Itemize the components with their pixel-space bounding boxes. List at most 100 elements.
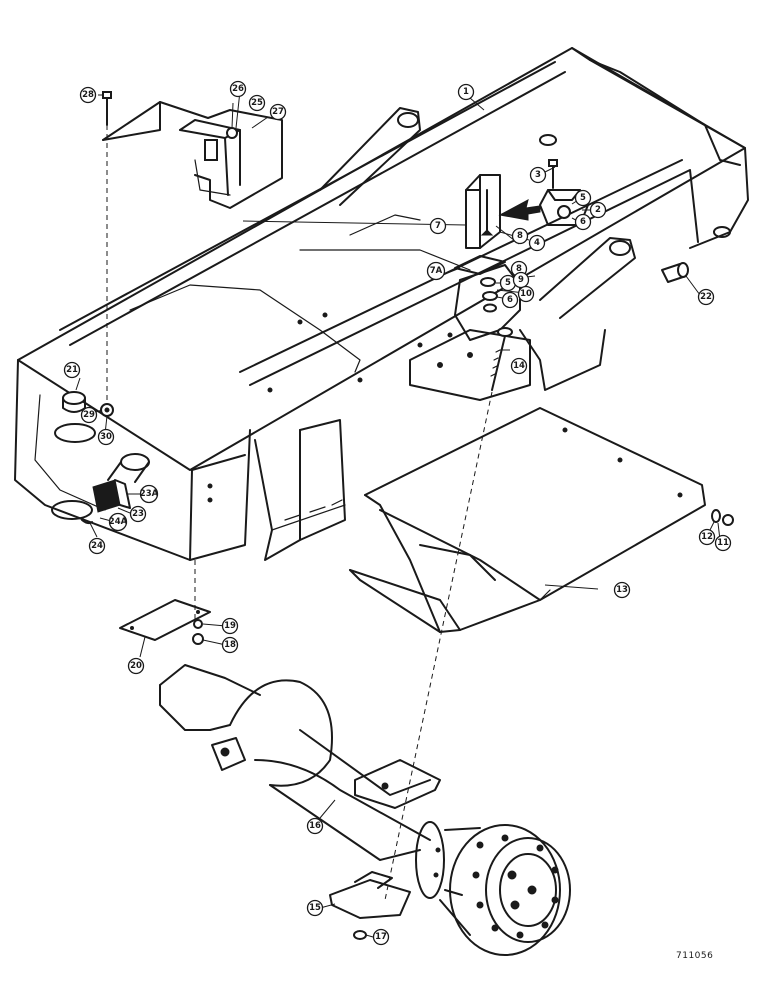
callout-12: 12	[698, 528, 716, 546]
svg-text:1: 1	[463, 87, 469, 97]
svg-text:5: 5	[580, 193, 586, 203]
callout-9: 9	[512, 271, 530, 289]
callout-5-upper: 5	[574, 189, 592, 207]
svg-text:11: 11	[717, 538, 729, 548]
figure-number: 711056	[676, 951, 714, 961]
callout-3: 3	[529, 166, 547, 184]
svg-text:30: 30	[100, 432, 112, 442]
callout-24a: 24A	[109, 512, 128, 532]
svg-text:19: 19	[224, 621, 236, 631]
svg-text:23A: 23A	[140, 489, 159, 499]
callout-23: 23	[129, 505, 147, 523]
callout-10: 10	[517, 285, 535, 303]
callout-16: 16	[306, 817, 324, 835]
callout-29: 29	[80, 406, 98, 424]
svg-text:28: 28	[82, 90, 94, 100]
belly-pan-13	[349, 407, 706, 633]
svg-text:16: 16	[309, 821, 321, 831]
svg-text:9: 9	[518, 275, 524, 285]
callout-14: 14	[510, 357, 528, 375]
callout-28: 28	[79, 86, 97, 104]
pad-23	[92, 479, 131, 513]
svg-text:5: 5	[505, 278, 511, 288]
svg-text:27: 27	[272, 107, 284, 117]
svg-text:21: 21	[66, 365, 78, 375]
callout-24: 24	[88, 537, 106, 555]
bolt-19-18	[192, 619, 204, 645]
callout-23a: 23A	[140, 484, 159, 504]
leader-lines	[75, 90, 721, 938]
svg-text:29: 29	[83, 410, 95, 420]
mount-pad-7a	[454, 255, 506, 275]
leader-bolt-14	[384, 391, 493, 901]
bolt-14	[490, 327, 513, 391]
mount-block-7	[465, 174, 501, 249]
svg-text:10: 10	[520, 289, 532, 299]
svg-text:8: 8	[516, 264, 522, 274]
svg-text:20: 20	[130, 661, 142, 671]
lift-arm-right	[519, 237, 636, 391]
callout-13: 13	[613, 581, 631, 599]
cover-plate-20	[119, 599, 211, 641]
callout-6-lower: 6	[501, 291, 519, 309]
rear-axle-16	[159, 664, 441, 861]
callout-6-upper: 6	[574, 213, 592, 231]
callout-11: 11	[714, 534, 732, 552]
washer-12	[711, 509, 721, 523]
nut-30	[100, 403, 114, 417]
lift-arm-left	[319, 107, 421, 206]
svg-text:26: 26	[232, 84, 244, 94]
callout-18: 18	[221, 636, 239, 654]
bushing-22	[661, 262, 689, 283]
svg-text:7A: 7A	[430, 266, 443, 276]
callout-7a: 7A	[426, 261, 446, 281]
svg-text:2: 2	[595, 205, 601, 215]
callout-17: 17	[372, 928, 390, 946]
svg-text:15: 15	[309, 903, 321, 913]
svg-text:8: 8	[517, 231, 523, 241]
callout-25: 25	[248, 94, 266, 112]
svg-text:25: 25	[251, 98, 263, 108]
svg-text:7: 7	[435, 221, 441, 231]
pedestal-base	[409, 329, 531, 401]
svg-text:13: 13	[616, 585, 628, 595]
svg-text:18: 18	[224, 640, 236, 650]
svg-text:6: 6	[507, 295, 513, 305]
wheel-hub	[415, 821, 571, 956]
callout-26: 26	[229, 80, 247, 98]
callout-15: 15	[306, 899, 324, 917]
pedestal	[454, 264, 521, 341]
callout-2: 2	[589, 201, 607, 219]
washer-stack	[480, 277, 498, 313]
callout-19: 19	[221, 617, 239, 635]
callout-4: 4	[528, 234, 546, 252]
callout-8-upper: 8	[511, 227, 529, 245]
callout-1: 1	[457, 83, 475, 101]
svg-text:22: 22	[700, 292, 712, 302]
clamp-15	[329, 871, 411, 919]
callout-30: 30	[97, 428, 115, 446]
svg-text:3: 3	[535, 170, 541, 180]
bolt-3	[548, 159, 558, 189]
arrow-icon	[498, 199, 541, 221]
svg-text:4: 4	[534, 238, 540, 248]
plug-21	[62, 391, 86, 413]
bolt-28	[102, 91, 112, 126]
callout-20: 20	[127, 657, 145, 675]
nut-11	[722, 514, 734, 526]
callout-22: 22	[697, 288, 715, 306]
svg-text:12: 12	[701, 532, 713, 542]
svg-text:6: 6	[580, 217, 586, 227]
svg-text:14: 14	[513, 361, 525, 371]
svg-text:24: 24	[91, 541, 103, 551]
callouts: 1 2 3 4 5 5 6 6 7 7A 8 8 9 10 11 12 13 1…	[63, 80, 732, 946]
svg-text:17: 17	[375, 932, 387, 942]
spring-24a	[81, 519, 93, 525]
callout-21: 21	[63, 361, 81, 379]
mounting-bracket	[102, 101, 283, 209]
nut-17	[353, 930, 367, 940]
svg-text:24A: 24A	[109, 517, 128, 527]
callout-7: 7	[429, 217, 447, 235]
